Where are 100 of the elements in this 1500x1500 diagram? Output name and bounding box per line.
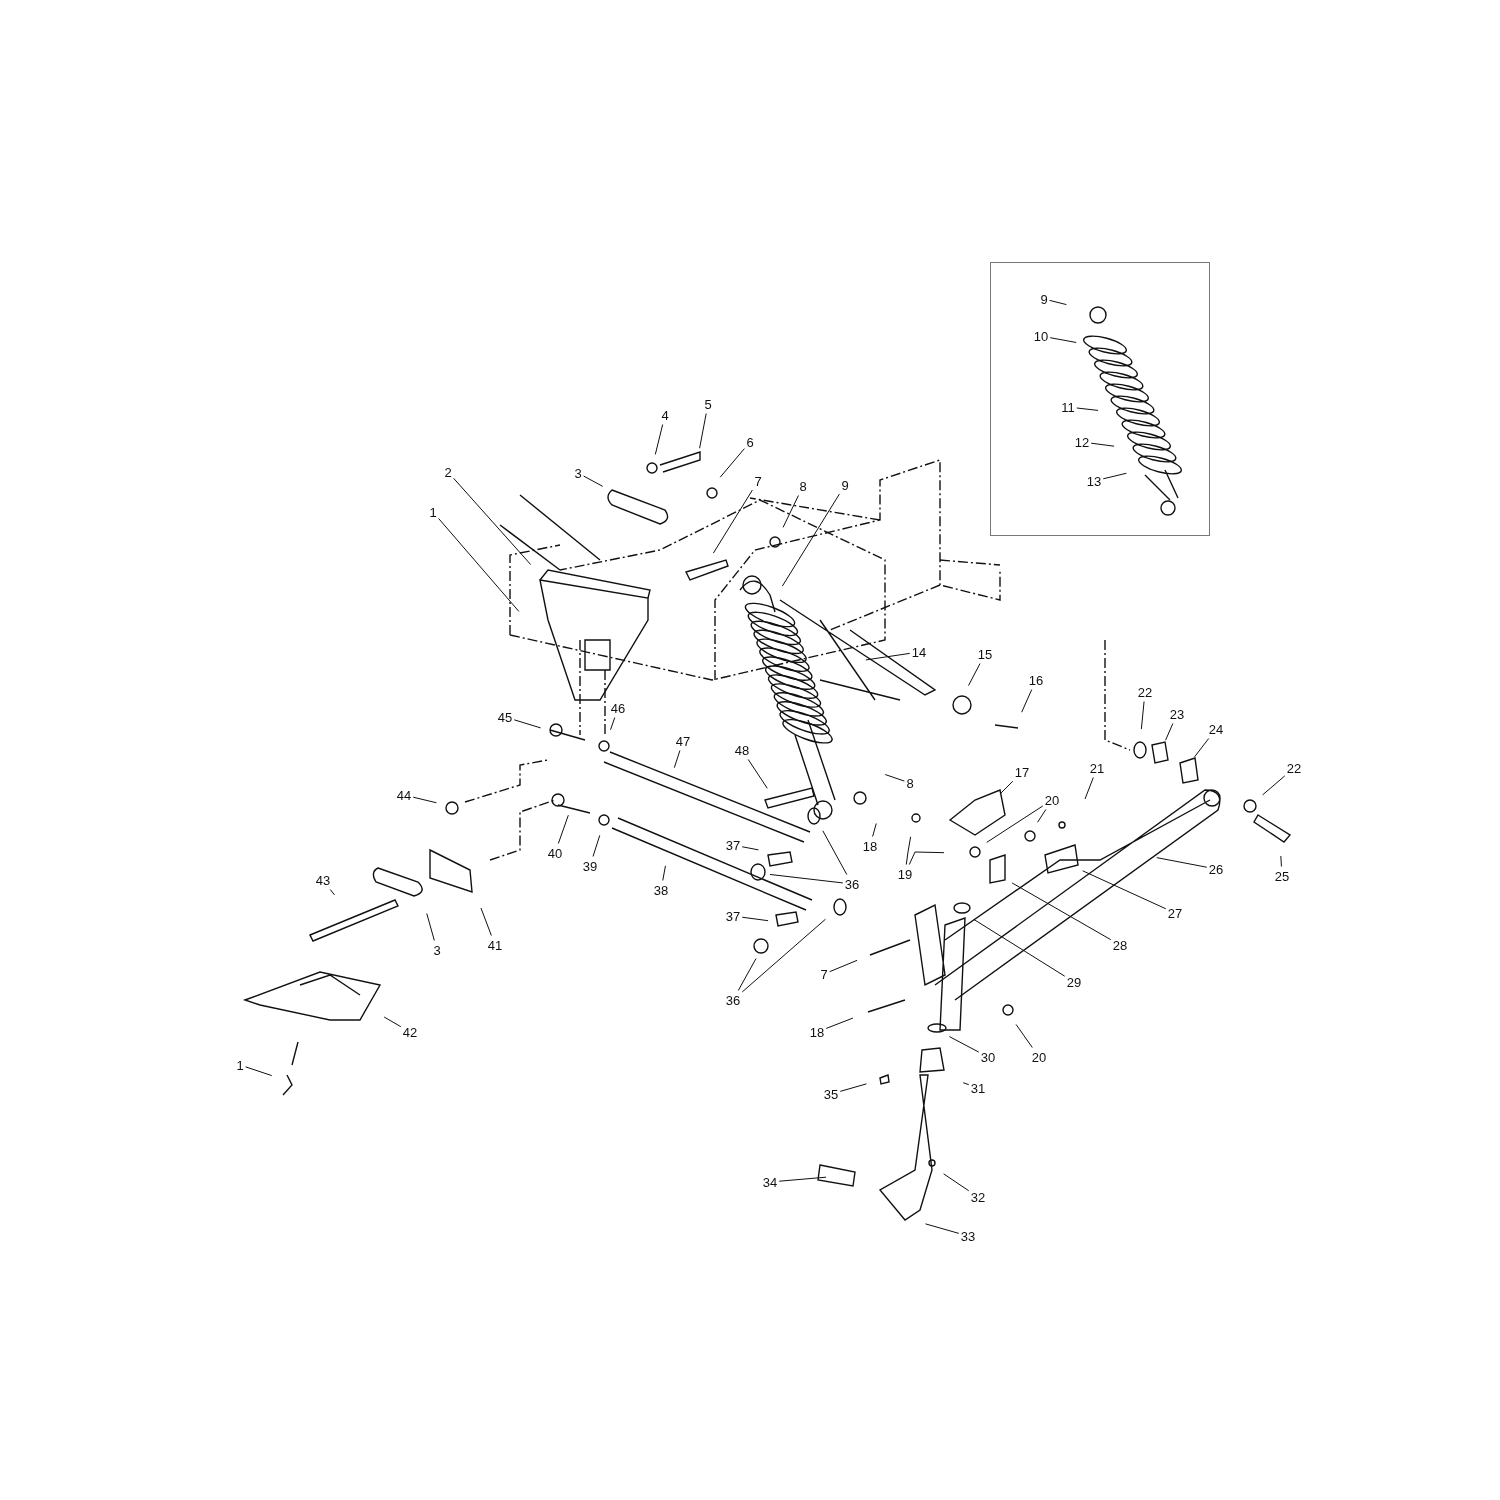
callout-number: 26	[1208, 861, 1224, 877]
leader-line	[825, 1017, 854, 1029]
callout-number: 41	[487, 937, 503, 953]
leader-line	[1011, 882, 1112, 941]
callout-number: 2	[444, 464, 452, 480]
callout-number: 4	[661, 407, 669, 423]
leader-line	[948, 1036, 980, 1053]
callout-number: 31	[970, 1080, 986, 1096]
leader-line	[329, 889, 335, 896]
leader-line	[1049, 299, 1067, 306]
leader-line	[747, 759, 768, 789]
leader-line	[412, 796, 437, 804]
callout-number: 6	[746, 434, 754, 450]
leader-line	[438, 518, 520, 612]
leader-line	[513, 719, 542, 729]
leader-line	[719, 448, 745, 478]
leader-line	[741, 846, 759, 851]
leader-line	[829, 959, 858, 973]
callout-number: 22	[1137, 684, 1153, 700]
callout-number: 22	[1286, 760, 1302, 776]
callout-number: 13	[1086, 473, 1102, 489]
callout-number: 27	[1167, 905, 1183, 921]
callout-number: 10	[1033, 328, 1049, 344]
callout-number: 1	[236, 1057, 244, 1073]
callout-number: 46	[610, 700, 626, 716]
callout-number: 20	[1031, 1049, 1047, 1065]
leader-line	[592, 834, 601, 857]
leader-line	[741, 918, 826, 993]
callout-number: 14	[911, 644, 927, 660]
callout-number: 35	[823, 1086, 839, 1102]
callout-number: 34	[762, 1174, 778, 1190]
leader-line	[973, 918, 1066, 977]
leader-line	[1165, 723, 1174, 741]
callout-number: 8	[799, 478, 807, 494]
leader-line	[1084, 777, 1094, 800]
callout-number: 5	[704, 396, 712, 412]
leader-line	[872, 823, 877, 837]
leader-line	[712, 489, 753, 554]
leader-line	[1280, 855, 1282, 867]
leader-line	[741, 916, 769, 922]
callout-number: 39	[582, 858, 598, 874]
callout-number: 21	[1089, 760, 1105, 776]
callout-number: 33	[960, 1228, 976, 1244]
leader-line	[1156, 857, 1208, 868]
callout-number: 42	[402, 1024, 418, 1040]
callout-number: 30	[980, 1049, 996, 1065]
leader-line	[924, 1223, 960, 1234]
leader-line	[1140, 701, 1145, 730]
leader-line	[699, 413, 707, 449]
leader-line	[999, 780, 1014, 795]
callout-number: 19	[897, 866, 913, 882]
callout-number: 43	[315, 872, 331, 888]
leader-line	[673, 750, 681, 769]
leader-line	[782, 495, 799, 528]
callout-number: 9	[1040, 291, 1048, 307]
callout-number: 8	[906, 775, 914, 791]
leader-line	[1021, 689, 1033, 713]
leader-line	[1076, 407, 1099, 411]
leader-line	[245, 1066, 273, 1077]
callout-number: 37	[725, 837, 741, 853]
leader-line	[865, 652, 911, 661]
callout-number: 11	[1061, 399, 1075, 415]
leader-line	[1090, 442, 1115, 447]
leader-line	[426, 913, 435, 941]
leader-line	[662, 865, 666, 881]
callout-number: 7	[820, 966, 828, 982]
callout-number: 38	[653, 882, 669, 898]
callout-number: 25	[1274, 868, 1290, 884]
leader-line	[908, 851, 945, 865]
leader-line	[1262, 775, 1286, 796]
leader-line	[884, 774, 905, 782]
leader-line	[610, 717, 616, 731]
callout-number: 9	[841, 477, 849, 493]
callout-number: 47	[675, 733, 691, 749]
callout-number: 15	[977, 646, 993, 662]
leader-line	[839, 1083, 868, 1092]
callout-number: 24	[1208, 721, 1224, 737]
leader-line	[737, 958, 757, 991]
callout-number: 20	[1044, 792, 1060, 808]
leader-line	[968, 663, 981, 687]
callout-number: 18	[862, 838, 878, 854]
leader-line	[654, 424, 664, 455]
callout-number: 36	[725, 992, 741, 1008]
callout-number: 17	[1014, 764, 1030, 780]
callout-number: 44	[396, 787, 412, 803]
callout-number: 1	[429, 504, 437, 520]
leader-line	[986, 805, 1044, 843]
leader-line	[453, 477, 532, 566]
leader-line	[1015, 1023, 1033, 1048]
inset-frame	[990, 262, 1210, 536]
leader-line	[480, 907, 492, 936]
leader-line	[1037, 809, 1047, 823]
leader-line	[1194, 738, 1210, 758]
callout-number: 28	[1112, 937, 1128, 953]
leader-line	[943, 1173, 970, 1192]
leader-line	[1049, 337, 1077, 343]
callout-number: 12	[1074, 434, 1090, 450]
callout-number: 18	[809, 1024, 825, 1040]
leader-line	[781, 493, 840, 587]
leader-line	[583, 475, 604, 487]
